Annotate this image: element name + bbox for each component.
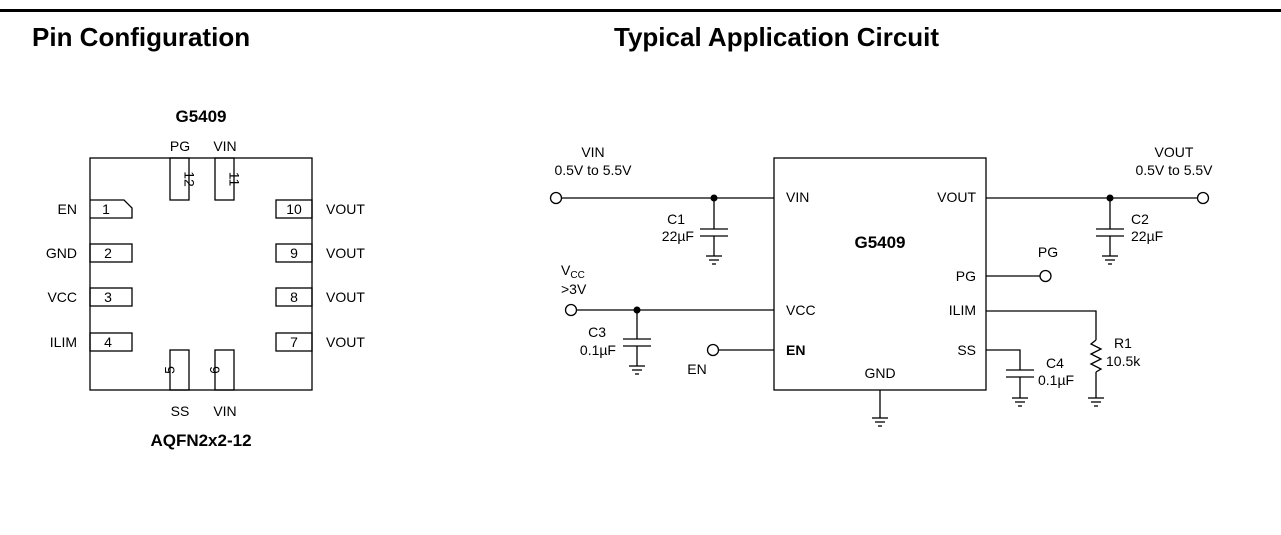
c4-ground-symbol (1012, 397, 1028, 407)
ic-pin-en: EN (786, 342, 805, 358)
page-header-band (0, 0, 1281, 12)
pin-4-pad (89, 332, 133, 352)
c1-value: 22µF (662, 228, 694, 244)
pin-7-number: 7 (290, 334, 298, 350)
pin-11-name: VIN (213, 138, 236, 154)
pin-9-number: 9 (290, 245, 298, 261)
pin-1-name: EN (58, 201, 77, 217)
pin-8-name: VOUT (326, 289, 365, 305)
pin-config-text: G5409 PG VIN EN GND VCC ILIM 1 2 3 4 10 … (46, 107, 365, 450)
pin-config-diagram (89, 157, 313, 391)
c2-ground-symbol (1102, 255, 1118, 265)
r1-resistor (1089, 339, 1103, 373)
r1-ref: R1 (1114, 335, 1132, 351)
ic-pin-vout: VOUT (937, 189, 976, 205)
ic-pin-vin: VIN (786, 189, 809, 205)
pin-4-name: ILIM (50, 334, 77, 350)
vout-terminal (1196, 191, 1210, 205)
pg-output-label: PG (1038, 244, 1058, 260)
vin-label: VIN (581, 144, 604, 160)
ic-pin-ilim: ILIM (949, 302, 976, 318)
r1-value: 10.5k (1106, 353, 1141, 369)
pin-1-pad (90, 199, 133, 219)
vin-terminal (549, 191, 563, 205)
pin-3-name: VCC (47, 289, 77, 305)
pin-5-number: 5 (162, 366, 178, 374)
pin-configuration-title: Pin Configuration (32, 22, 251, 52)
ic-pin-gnd: GND (864, 365, 895, 381)
application-circuit-title: Typical Application Circuit (614, 22, 940, 52)
pin-3-number: 3 (104, 289, 112, 305)
c3-value: 0.1µF (580, 342, 616, 358)
r1-ground-symbol (1088, 397, 1104, 407)
app-circuit-text: VIN 0.5V to 5.5V VOUT 0.5V to 5.5V VIN V… (554, 144, 1213, 388)
pin-9-pad (275, 243, 313, 263)
pin-6-pad (214, 349, 235, 391)
vcc-label: VCC (561, 262, 585, 281)
package-name: AQFN2x2-12 (150, 431, 251, 450)
pin-6-number: 6 (207, 366, 223, 374)
pin-10-number: 10 (286, 201, 302, 217)
c1-ref: C1 (667, 211, 685, 227)
package-chip-name: G5409 (175, 107, 226, 126)
pin-2-number: 2 (104, 245, 112, 261)
pin-11-number: 11 (227, 172, 243, 187)
ic-name: G5409 (854, 233, 905, 252)
header-rule (0, 9, 1281, 12)
ic-pin-pg: PG (956, 268, 976, 284)
pin-10-name: VOUT (326, 201, 365, 217)
pin-6-name: VIN (213, 403, 236, 419)
vin-junction-dot (710, 194, 718, 202)
ilim-wire (986, 310, 1097, 340)
vout-junction-dot (1106, 194, 1114, 202)
pin-1-number: 1 (102, 201, 110, 217)
ic-ground-symbol (872, 417, 888, 427)
c4-value: 0.1µF (1038, 372, 1074, 388)
package-outline (89, 157, 313, 391)
ic-pin-ss: SS (957, 342, 976, 358)
c2-ref: C2 (1131, 211, 1149, 227)
vcc-terminal (564, 303, 578, 317)
vout-range: 0.5V to 5.5V (1135, 162, 1213, 178)
en-terminal (706, 343, 720, 357)
pin-7-pad (275, 332, 313, 352)
pin-8-pad (275, 287, 313, 307)
pin-5-name: SS (171, 403, 190, 419)
pin-12-name: PG (170, 138, 190, 154)
c2-value: 22µF (1131, 228, 1163, 244)
c1-ground-symbol (706, 255, 722, 265)
vcc-range: >3V (561, 281, 587, 297)
pin-2-pad (89, 243, 133, 263)
c3-ref: C3 (588, 324, 606, 340)
c3-ground-symbol (629, 365, 645, 375)
pin-11-pad (214, 157, 235, 201)
pin-5-pad (169, 349, 190, 391)
pg-terminal (1039, 269, 1052, 283)
pin-9-name: VOUT (326, 245, 365, 261)
c4-ref: C4 (1046, 355, 1064, 371)
vout-label: VOUT (1155, 144, 1194, 160)
pin-12-pad (169, 157, 190, 201)
pin-3-pad (89, 287, 133, 307)
pin-4-number: 4 (104, 334, 112, 350)
pin-12-number: 12 (182, 171, 198, 187)
ic-pin-vcc: VCC (786, 302, 816, 318)
application-circuit (549, 157, 1210, 427)
pin-7-name: VOUT (326, 334, 365, 350)
pin-10-pad (275, 199, 313, 219)
ss-wire (986, 349, 1021, 370)
pin-8-number: 8 (290, 289, 298, 305)
vin-range: 0.5V to 5.5V (554, 162, 632, 178)
pin-2-name: GND (46, 245, 77, 261)
vcc-junction-dot (633, 306, 641, 314)
en-input-label: EN (687, 361, 706, 377)
